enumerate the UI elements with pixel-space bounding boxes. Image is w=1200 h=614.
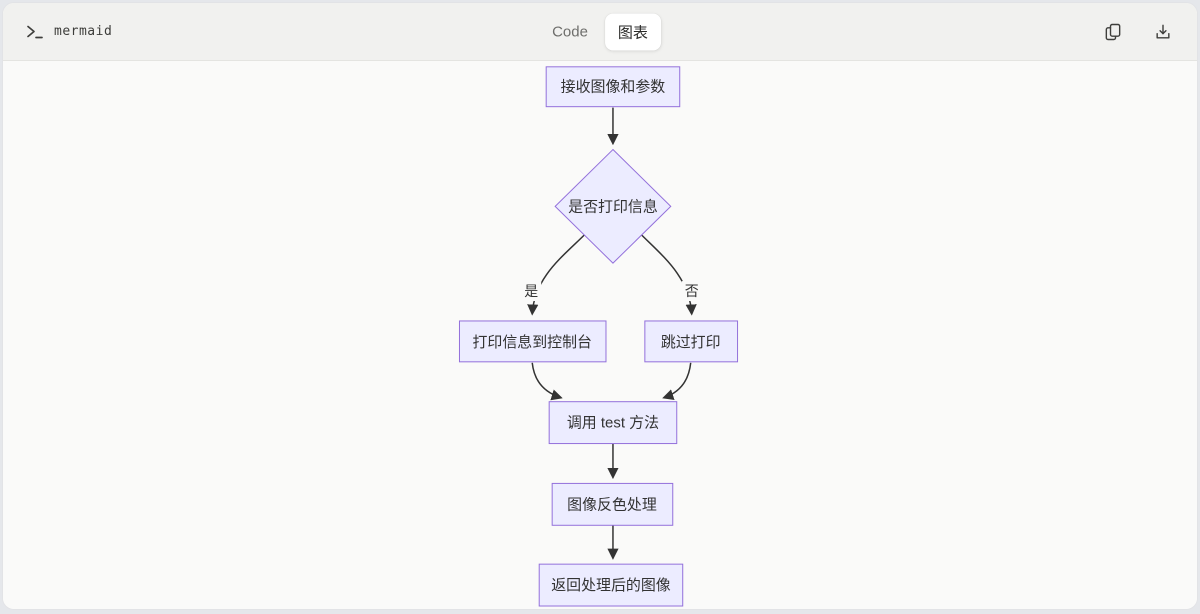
node-print-console: 打印信息到控制台	[458, 320, 607, 363]
node-receive-params: 接收图像和参数	[545, 66, 681, 108]
svg-text:返回处理后的图像: 返回处理后的图像	[551, 577, 671, 594]
tab-code[interactable]: Code	[539, 15, 601, 48]
svg-text:图像反色处理: 图像反色处理	[567, 496, 657, 513]
artifact-header: mermaid Code 图表	[3, 3, 1197, 61]
edge-label-no: 否	[681, 281, 702, 302]
tab-diagram[interactable]: 图表	[604, 13, 661, 50]
node-return-image: 返回处理后的图像	[538, 563, 684, 607]
edge-B-C	[527, 233, 586, 316]
header-actions	[1101, 20, 1175, 44]
svg-text:调用 test 方法: 调用 test 方法	[567, 415, 659, 432]
view-toggle: Code 图表	[539, 13, 661, 50]
copy-button[interactable]	[1101, 20, 1125, 44]
flowchart-nodes: 接收图像和参数 是否打印信息 打印信息到控制台 跳过打印 调用 test 方法	[458, 66, 739, 607]
artifact-title: mermaid	[54, 24, 113, 39]
svg-text:是否打印信息: 是否打印信息	[568, 198, 658, 215]
flowchart-svg: 是 否 接收图像和参数 是否打印信息 打	[458, 66, 739, 607]
node-decision-print: 是否打印信息	[554, 148, 672, 264]
copy-icon	[1105, 23, 1121, 40]
svg-text:接收图像和参数: 接收图像和参数	[561, 79, 666, 96]
download-button[interactable]	[1151, 20, 1175, 44]
edge-label-yes: 是	[521, 281, 542, 302]
svg-text:打印信息到控制台: 打印信息到控制台	[472, 334, 591, 351]
edge-label-no-text: 否	[685, 283, 699, 299]
flowchart-edges: 是 否	[521, 107, 702, 560]
edge-B-D	[640, 233, 697, 316]
download-icon	[1156, 24, 1170, 39]
header-left: mermaid	[25, 22, 112, 41]
svg-text:跳过打印: 跳过打印	[661, 334, 721, 351]
edge-D-E	[662, 362, 692, 401]
edge-C-E	[531, 362, 563, 401]
node-invert-image: 图像反色处理	[551, 482, 674, 526]
node-call-test: 调用 test 方法	[548, 401, 678, 445]
terminal-icon	[27, 25, 43, 39]
node-skip-print: 跳过打印	[644, 320, 739, 363]
edge-label-yes-text: 是	[524, 283, 538, 299]
diagram-canvas: 是 否 接收图像和参数 是否打印信息 打	[3, 61, 1197, 609]
